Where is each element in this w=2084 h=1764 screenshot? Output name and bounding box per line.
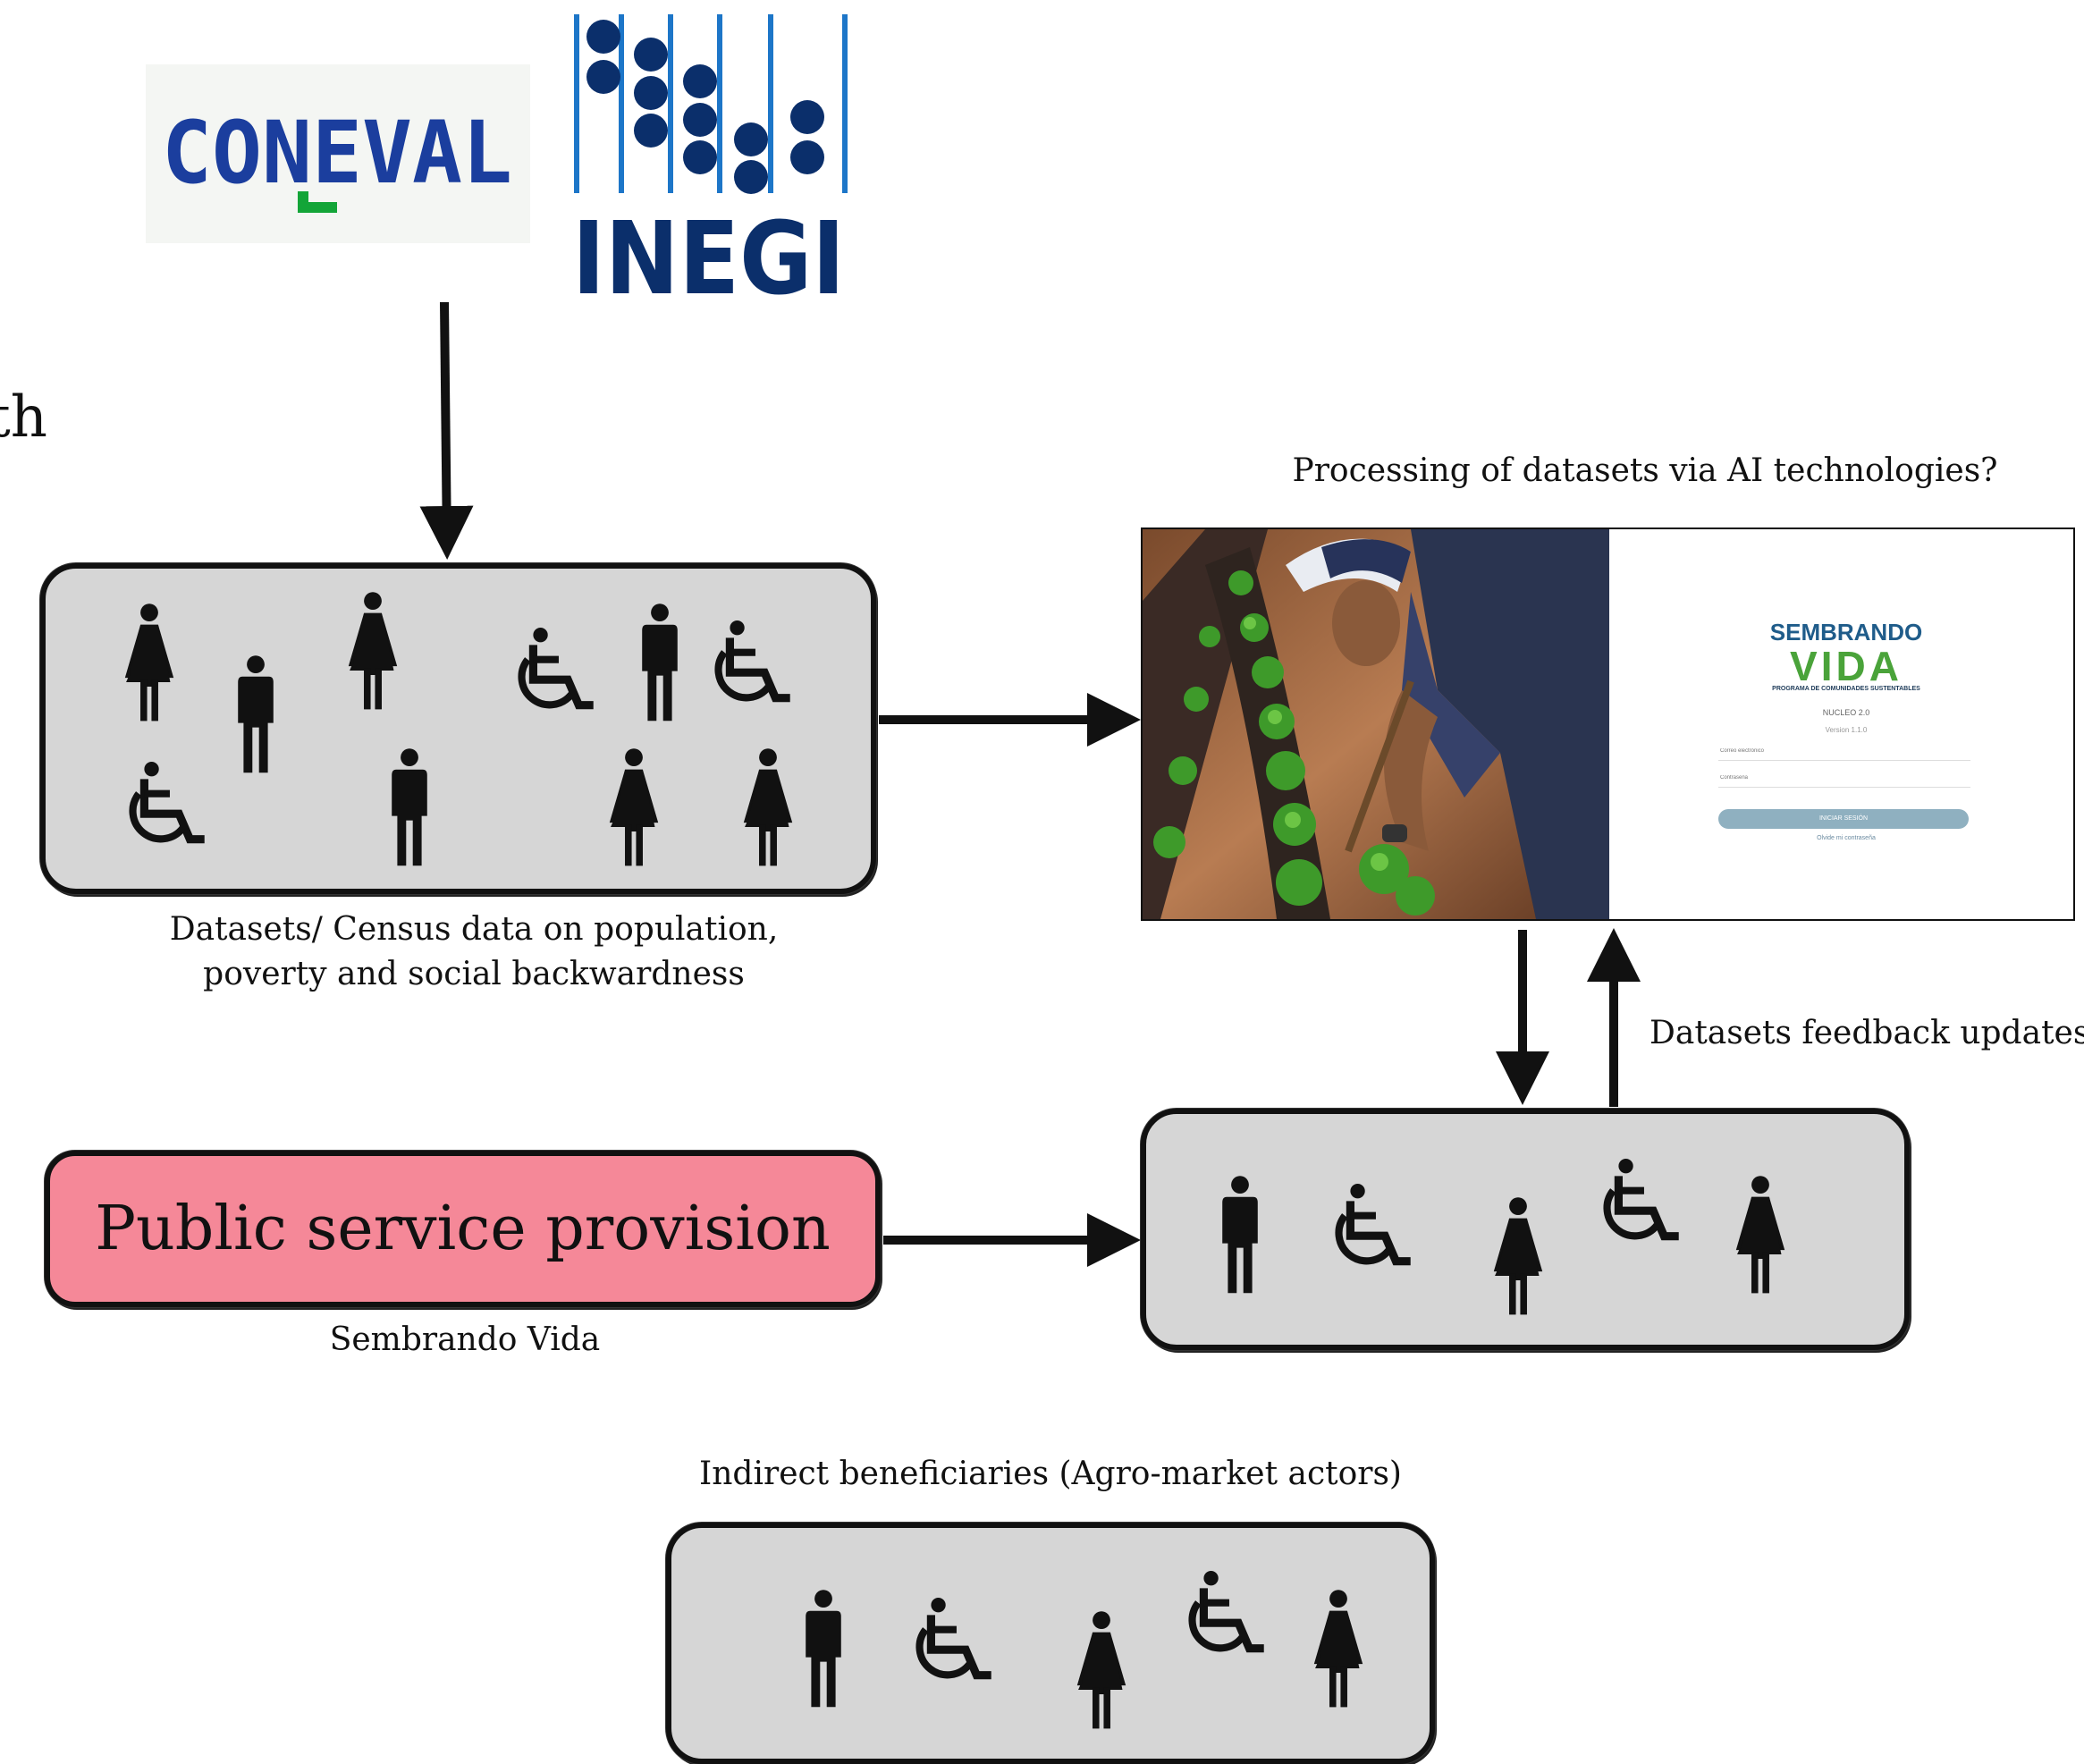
email-field[interactable] [1718, 742, 1970, 761]
farmer-photo [1143, 529, 1609, 919]
woman-icon [345, 591, 401, 713]
logo-sub-text: PROGRAMA DE COMUNIDADES SUSTENTABLES [1772, 686, 1920, 692]
direct-beneficiaries-box [1141, 1109, 1910, 1350]
wheelchair-icon [515, 620, 606, 724]
man-icon [1218, 1175, 1262, 1296]
edge-text-fragment: th [0, 384, 47, 451]
census-population-box [40, 563, 876, 894]
inegi-wordmark: INEGI [572, 201, 845, 300]
indirect-caption: Indirect beneficiaries (Agro-market acto… [699, 1456, 1402, 1492]
wheelchair-icon [1600, 1152, 1692, 1255]
logo-top-text: SEMBRANDO [1769, 619, 1923, 646]
woman-icon [1074, 1610, 1129, 1732]
coneval-logo: CONEVAL [146, 64, 530, 243]
arrow-logos-to-census [419, 301, 474, 560]
man-icon [801, 1589, 846, 1710]
woman-icon [122, 603, 177, 724]
wheelchair-icon [126, 755, 217, 858]
login-panel: SEMBRANDO VIDA PROGRAMA DE COMUNIDADES S… [1609, 529, 2073, 919]
woman-icon [1733, 1175, 1788, 1296]
woman-icon [740, 747, 796, 869]
man-icon [637, 603, 682, 724]
public-service-box: Public service provision [45, 1151, 881, 1307]
census-caption-line1: Datasets/ Census data on population, [169, 911, 779, 948]
wheelchair-icon [1332, 1177, 1423, 1280]
sembrando-vida-logo: SEMBRANDO VIDA PROGRAMA DE COMUNIDADES S… [1766, 619, 1927, 692]
coneval-wordmark: CONEVAL [162, 103, 512, 203]
wheelchair-icon [913, 1591, 1004, 1694]
password-field[interactable] [1718, 769, 1970, 788]
woman-icon [1490, 1196, 1546, 1318]
sembrando-vida-caption: Sembrando Vida [329, 1321, 601, 1358]
processing-caption: Processing of datasets via AI technologi… [1292, 452, 1998, 489]
app-screenshot: SEMBRANDO VIDA PROGRAMA DE COMUNIDADES S… [1141, 528, 2075, 921]
forgot-password-link[interactable]: Olvide mi contraseña [1817, 835, 1876, 841]
inegi-logo: INEGI [572, 14, 849, 317]
feedback-label: Datasets feedback updates [1649, 1015, 2084, 1051]
woman-icon [1311, 1589, 1366, 1710]
public-service-label: Public service provision [95, 1194, 831, 1264]
wheelchair-icon [712, 613, 803, 717]
module-label: NUCLEO 2.0 [1822, 708, 1870, 717]
census-caption: Datasets/ Census data on population, pov… [116, 907, 831, 997]
man-icon [387, 747, 432, 869]
indirect-beneficiaries-box [666, 1523, 1435, 1764]
login-button[interactable]: INICIAR SESIÓN [1718, 809, 1969, 829]
wheelchair-icon [1185, 1564, 1277, 1667]
logo-main-text: VIDA [1790, 643, 1903, 689]
woman-icon [606, 747, 662, 869]
census-caption-line2: poverty and social backwardness [203, 956, 745, 992]
man-icon [233, 654, 278, 776]
version-label: Version 1.1.0 [1825, 726, 1868, 734]
